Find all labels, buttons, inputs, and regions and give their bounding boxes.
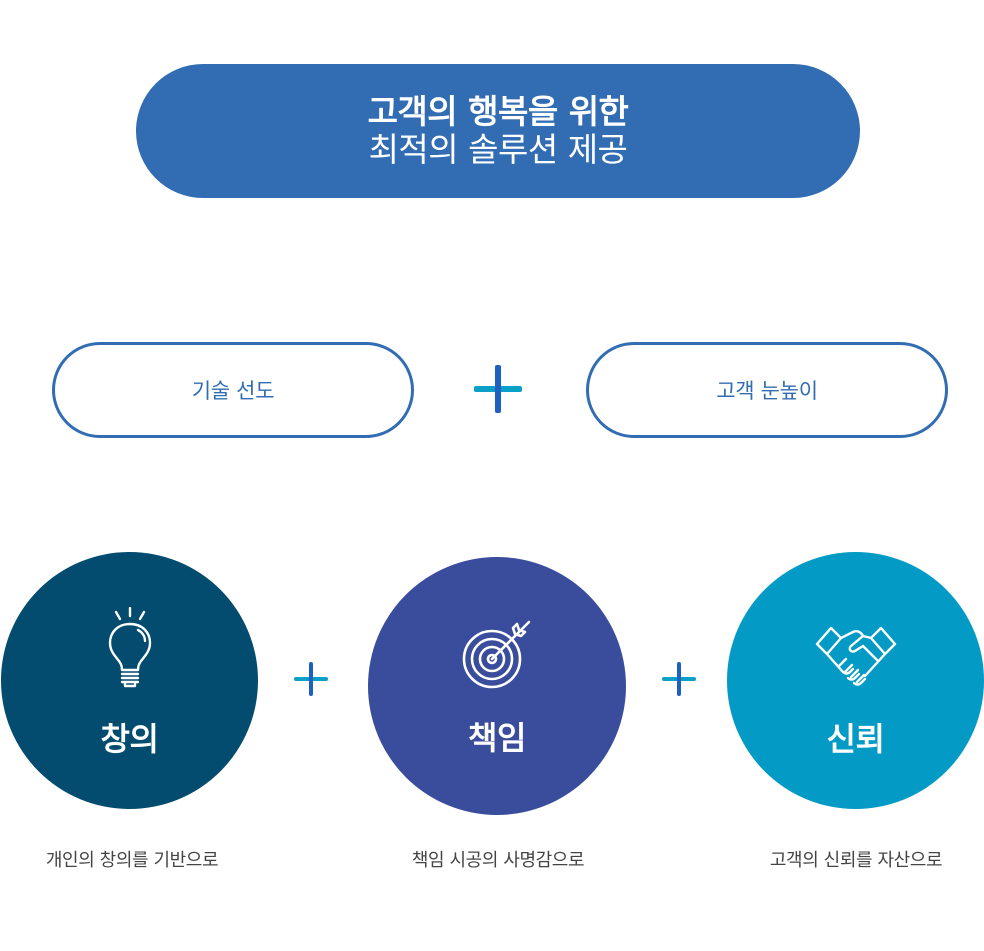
value-trust: 신뢰 <box>727 552 984 809</box>
plus-icon <box>294 662 328 696</box>
value-responsibility-caption: 책임 시공의 사명감으로 <box>411 850 585 871</box>
hero-title: 고객의 행복을 위한 <box>367 92 629 131</box>
hero-banner: 고객의 행복을 위한 최적의 솔루션 제공 <box>136 64 860 198</box>
pillar-technology-label: 기술 선도 <box>191 379 275 403</box>
plus-icon <box>474 365 522 413</box>
hero-subtitle: 최적의 솔루션 제공 <box>368 130 628 169</box>
value-trust-caption: 고객의 신뢰를 자산으로 <box>769 850 943 871</box>
value-creativity-label: 창의 <box>100 720 159 758</box>
pillar-customer: 고객 눈높이 <box>586 342 948 438</box>
value-creativity-caption: 개인의 창의를 기반으로 <box>45 850 219 871</box>
target-icon <box>462 620 531 689</box>
lightbulb-icon <box>108 607 151 688</box>
value-responsibility-label: 책임 <box>468 719 526 757</box>
pillar-customer-label: 고객 눈높이 <box>716 379 818 403</box>
value-creativity: 창의 <box>1 552 258 809</box>
handshake-icon <box>815 626 896 686</box>
pillar-technology: 기술 선도 <box>52 342 414 438</box>
value-responsibility: 책임 <box>368 557 626 815</box>
value-trust-label: 신뢰 <box>826 720 885 758</box>
plus-icon <box>662 662 696 696</box>
